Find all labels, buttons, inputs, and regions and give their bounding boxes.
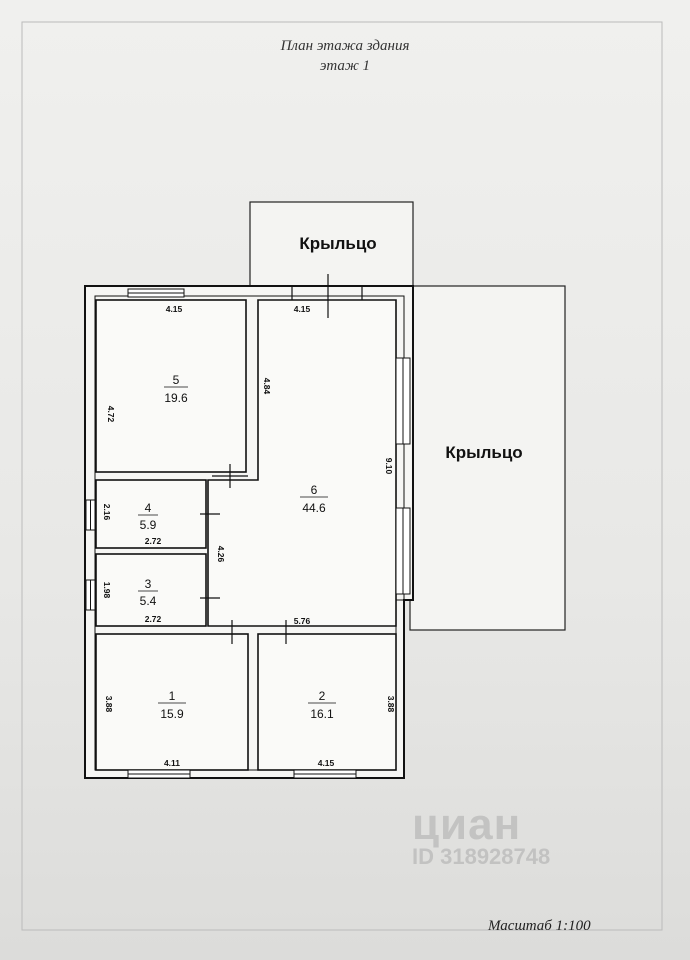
room-3-outline bbox=[95, 553, 207, 627]
porch-label-right: Крыльцо bbox=[445, 443, 522, 462]
room-2-area: 16.1 bbox=[310, 707, 334, 721]
room-2-outline bbox=[257, 633, 397, 771]
dim-room3-bottom: 2.72 bbox=[145, 614, 162, 624]
watermark: циан ID 318928748 bbox=[412, 800, 550, 870]
room-5-outline bbox=[95, 299, 247, 473]
porch-label-top: Крыльцо bbox=[299, 234, 376, 253]
porch-top bbox=[249, 201, 414, 287]
room-4-area: 5.9 bbox=[140, 518, 157, 532]
room-1-area: 15.9 bbox=[160, 707, 184, 721]
dim-room2-bottom: 4.15 bbox=[318, 758, 335, 768]
room-6-outline bbox=[207, 299, 397, 627]
porch-right bbox=[409, 285, 566, 631]
dim-room2-right: 3.88 bbox=[386, 696, 396, 713]
room-1-number: 1 bbox=[169, 689, 176, 703]
room-1-outline bbox=[95, 633, 249, 771]
dim-room4-left: 2.16 bbox=[102, 504, 112, 521]
dim-room1-bottom: 4.11 bbox=[164, 758, 180, 768]
room-6-area: 44.6 bbox=[302, 501, 326, 515]
room-3-area: 5.4 bbox=[140, 594, 157, 608]
dim-room6-bottom: 5.76 bbox=[294, 616, 311, 626]
scale-label: Масштаб 1:100 bbox=[488, 918, 591, 934]
dim-room6-top: 4.15 bbox=[294, 304, 311, 314]
room-5-area: 19.6 bbox=[164, 391, 188, 405]
dim-room4-bottom: 2.72 bbox=[145, 536, 162, 546]
dim-room5-top: 4.15 bbox=[166, 304, 183, 314]
dim-room5-left: 4.72 bbox=[106, 406, 116, 423]
dim-room1-left: 3.88 bbox=[104, 696, 114, 713]
dim-room6-right: 9.10 bbox=[384, 458, 394, 475]
watermark-brand: циан bbox=[412, 800, 522, 849]
dim-room6-left: 4.26 bbox=[216, 546, 226, 563]
dim-room3-left: 1.98 bbox=[102, 582, 112, 599]
room-2-number: 2 bbox=[319, 689, 326, 703]
watermark-id: ID 318928748 bbox=[412, 844, 551, 869]
dim-room5-right: 4.84 bbox=[262, 378, 272, 395]
page-border bbox=[21, 21, 663, 931]
room-3-number: 3 bbox=[145, 577, 152, 591]
room-6-number: 6 bbox=[311, 483, 318, 497]
room-4-outline bbox=[95, 479, 207, 549]
floor-label: этаж 1 bbox=[319, 58, 371, 74]
room-5-number: 5 bbox=[173, 373, 180, 387]
room-4-number: 4 bbox=[145, 501, 152, 515]
plan-title: План этажа здания bbox=[280, 38, 410, 54]
